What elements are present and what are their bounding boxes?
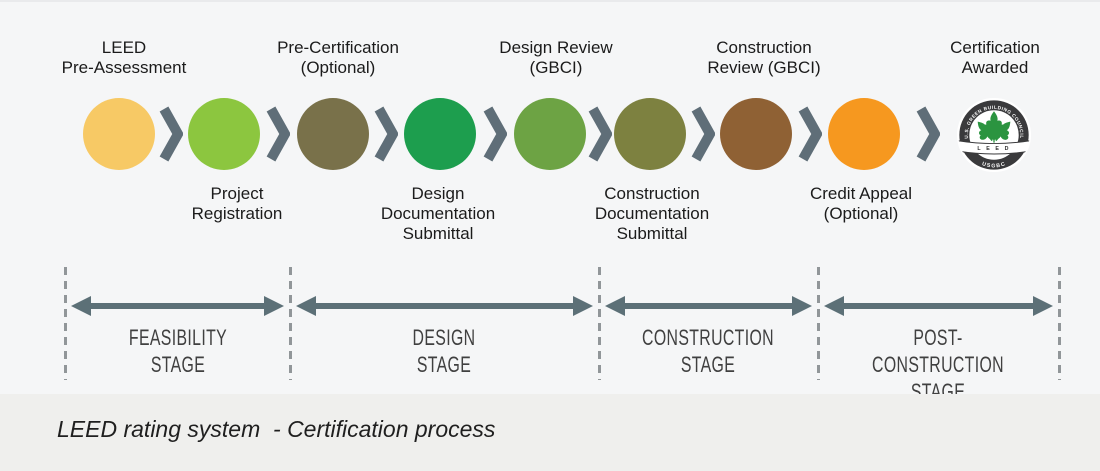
chevron-right-icon: [266, 106, 290, 162]
label-credit-appeal: Credit Appeal (Optional): [809, 184, 913, 223]
label-construction-review: Construction Review (GBCI): [707, 38, 821, 77]
circle-leed-pre-assessment: [83, 98, 155, 170]
stage-label-construction: CONSTRUCTION STAGE: [642, 325, 774, 377]
stage-span-arrow: [824, 296, 1053, 316]
stage-span-arrow: [71, 296, 284, 316]
label-leed-pre-assessment: LEED Pre-Assessment: [61, 38, 187, 77]
circle-credit-appeal: [828, 98, 900, 170]
chevron-right-icon: [483, 106, 507, 162]
stage-boundary-dash: [289, 267, 292, 380]
chevron-right-icon: [159, 106, 183, 162]
label-design-review: Design Review (GBCI): [499, 38, 613, 77]
label-construction-documentation-submittal: Construction Documentation Submittal: [594, 184, 710, 243]
label-pre-certification: Pre-Certification (Optional): [277, 38, 399, 77]
chevron-right-icon: [374, 106, 398, 162]
usgbc-leed-seal: L E E D U.S. GREEN BUILDING COUNCIL USGB…: [956, 97, 1032, 173]
leed-banner-text: L E E D: [977, 146, 1010, 152]
stage-label-feasibility: FEASIBILITY STAGE: [128, 325, 228, 377]
circle-design-documentation-submittal: [404, 98, 476, 170]
stage-boundary-dash: [64, 267, 67, 380]
seal-bottom-text: USGBC: [981, 161, 1006, 169]
label-certification-awarded: Certification Awarded: [950, 38, 1040, 77]
stage-label-design: DESIGN STAGE: [412, 325, 476, 377]
chevron-right-icon: [916, 106, 940, 162]
label-project-registration: Project Registration: [191, 184, 283, 223]
chevron-right-icon: [691, 106, 715, 162]
svg-text:USGBC: USGBC: [981, 161, 1007, 169]
stage-boundary-dash: [817, 267, 820, 380]
circle-construction-review: [720, 98, 792, 170]
circle-project-registration: [188, 98, 260, 170]
diagram-caption: LEED rating system - Certification proce…: [57, 416, 496, 442]
stage-label-post-construction: POST-CONSTRUCTION STAGE: [872, 325, 1004, 404]
stage-span-arrow: [605, 296, 812, 316]
label-design-documentation-submittal: Design Documentation Submittal: [380, 184, 496, 243]
stage-boundary-dash: [1058, 267, 1061, 380]
chevron-right-icon: [798, 106, 822, 162]
leed-banner: [958, 140, 1030, 155]
stage-span-arrow: [296, 296, 593, 316]
stage-boundary-dash: [598, 267, 601, 380]
circle-pre-certification: [297, 98, 369, 170]
circle-construction-documentation-submittal: [614, 98, 686, 170]
caption-strip: LEED rating system - Certification proce…: [0, 394, 1100, 471]
oak-leaves-icon: [970, 111, 1018, 147]
chevron-right-icon: [588, 106, 612, 162]
circle-design-review: [514, 98, 586, 170]
